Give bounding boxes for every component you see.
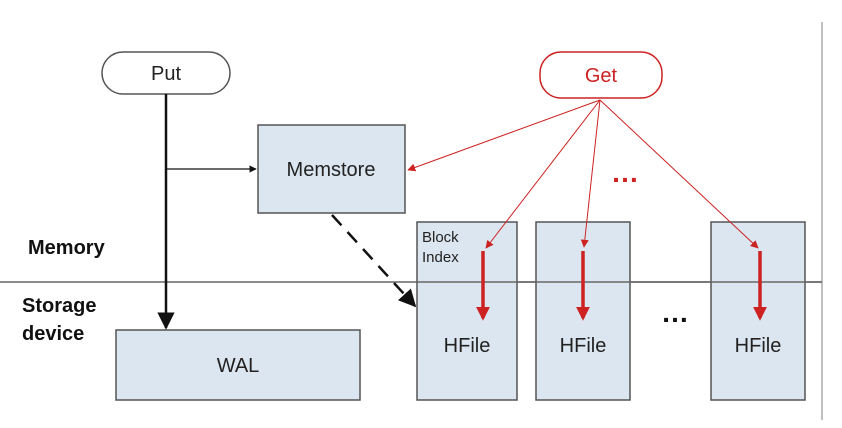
black-ellipsis: … [661,297,689,328]
hfile-label: HFile [444,335,491,357]
get-to-hfile3-arrow [599,99,759,249]
wal-label: WAL [217,355,260,377]
memstore-flush-arrow [331,214,417,308]
get-to-hfile2-arrow [580,99,601,248]
memstore-box: Memstore [257,124,406,214]
put-node: Put [101,51,231,95]
hfile-column-2: HFile [535,221,631,401]
get-label: Get [585,65,618,87]
memstore-label: Memstore [287,159,376,181]
block-index-label-line2: Index [422,249,459,266]
memory-label: Memory [28,237,106,259]
hfile-column-1: Block Index HFile [416,221,518,401]
get-to-memstore-arrow [407,99,601,172]
hfile-label: HFile [560,335,607,357]
red-ellipsis: … [611,157,639,188]
put-label: Put [151,63,181,85]
get-to-hfile1-arrow [485,99,601,249]
hfile-column-3: HFile [710,221,806,401]
storage-label-line2: device [22,323,84,345]
get-node: Get [539,51,663,99]
block-index-label-line1: Block [422,229,459,246]
hfile-label: HFile [735,335,782,357]
storage-label-line1: Storage [22,295,96,317]
wal-box: WAL [115,329,361,401]
